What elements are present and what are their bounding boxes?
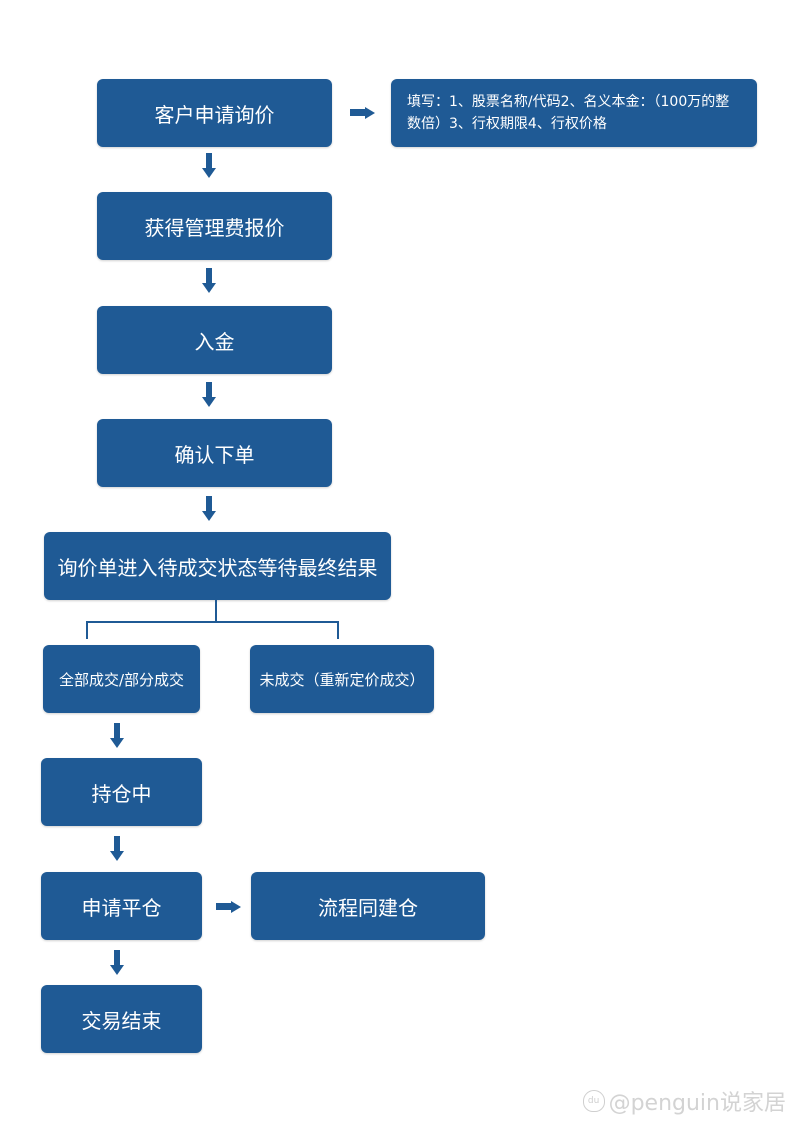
inquiry-requirements-note: 填写：1、股票名称/代码2、名义本金：（100万的整数倍）3、行权期限4、行权价… bbox=[391, 79, 757, 147]
step-label: 持仓中 bbox=[91, 781, 152, 806]
step-same-as-open: 流程同建仓 bbox=[251, 872, 485, 940]
step-filled: 全部成交/部分成交 bbox=[43, 645, 200, 713]
arrow-right-icon bbox=[350, 106, 376, 120]
step-label: 交易结束 bbox=[81, 1008, 162, 1033]
arrow-down-icon bbox=[110, 723, 124, 749]
branch-connector-bar bbox=[86, 621, 339, 623]
branch-connector-stem bbox=[215, 600, 217, 622]
arrow-down-icon bbox=[110, 950, 124, 976]
arrow-down-icon bbox=[202, 382, 216, 408]
arrow-down-icon bbox=[202, 153, 216, 179]
arrow-right-icon bbox=[216, 900, 242, 914]
step-trade-end: 交易结束 bbox=[41, 985, 202, 1053]
branch-connector-right bbox=[337, 621, 339, 639]
branch-connector-left bbox=[86, 621, 88, 639]
step-apply-close: 申请平仓 bbox=[41, 872, 202, 940]
step-label: 全部成交/部分成交 bbox=[58, 670, 185, 689]
step-pending-result: 询价单进入待成交状态等待最终结果 bbox=[44, 532, 391, 600]
step-get-quote: 获得管理费报价 bbox=[97, 192, 332, 260]
watermark: du @penguin说家居 bbox=[582, 1085, 786, 1117]
step-not-filled: 未成交（重新定价成交） bbox=[250, 645, 434, 713]
step-label: 流程同建仓 bbox=[318, 895, 418, 920]
arrow-down-icon bbox=[110, 836, 124, 862]
step-label: 客户申请询价 bbox=[154, 102, 275, 127]
step-holding: 持仓中 bbox=[41, 758, 202, 826]
step-label: 未成交（重新定价成交） bbox=[259, 670, 425, 689]
note-text: 填写：1、股票名称/代码2、名义本金：（100万的整数倍）3、行权期限4、行权价… bbox=[407, 94, 730, 132]
step-label: 确认下单 bbox=[174, 442, 255, 467]
step-label: 入金 bbox=[194, 329, 235, 354]
step-deposit: 入金 bbox=[97, 306, 332, 374]
arrow-down-icon bbox=[202, 496, 216, 522]
step-apply-inquiry: 客户申请询价 bbox=[97, 79, 332, 147]
baidu-paw-icon: du bbox=[582, 1090, 605, 1112]
step-label: 获得管理费报价 bbox=[144, 215, 285, 240]
step-label: 申请平仓 bbox=[81, 895, 162, 920]
step-label: 询价单进入待成交状态等待最终结果 bbox=[57, 555, 378, 580]
watermark-text: @penguin说家居 bbox=[608, 1091, 786, 1116]
step-confirm-order: 确认下单 bbox=[97, 419, 332, 487]
arrow-down-icon bbox=[202, 268, 216, 294]
